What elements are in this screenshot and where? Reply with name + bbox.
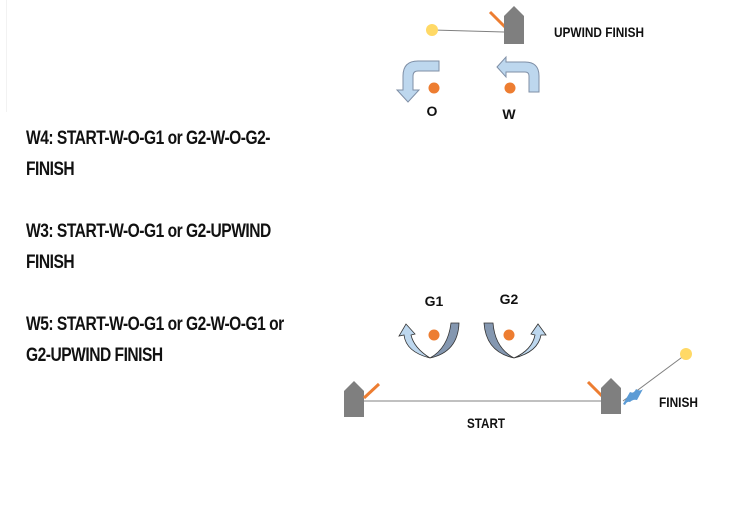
blue-flag-icon	[623, 389, 643, 405]
gate-1-turn-band	[429, 322, 460, 359]
gate-1-group: G1	[398, 293, 460, 359]
offset-mark	[428, 82, 440, 94]
arrow-up-turn-icon	[398, 323, 431, 359]
gate-2-turn-band	[483, 322, 515, 359]
finish-pin-buoy	[680, 348, 692, 360]
windward-mark-group: W	[496, 55, 540, 122]
gate-1-label: G1	[425, 293, 444, 309]
finish-line-group: FINISH	[622, 348, 698, 410]
flag-stick-icon	[488, 10, 507, 29]
gate-1-mark	[428, 329, 440, 341]
start-label: START	[467, 415, 505, 431]
offset-mark-label: O	[427, 103, 438, 119]
start-line-group: START	[344, 378, 621, 431]
flag-stick-icon	[362, 382, 381, 400]
windward-mark	[504, 82, 516, 94]
pin-boat-icon	[344, 381, 364, 417]
arrow-up-left-icon	[496, 55, 540, 93]
gate-2-mark	[503, 329, 515, 341]
page-edge-divider	[0, 0, 7, 112]
gate-2-group: G2	[483, 291, 547, 359]
committee-boat-icon	[601, 378, 621, 414]
gate-2-label: G2	[500, 291, 519, 307]
route-w3: W3: START-W-O-G1 or G2-UPWIND FINISH	[26, 221, 271, 273]
finish-label: FINISH	[659, 394, 698, 410]
upwind-finish-pin-buoy	[426, 24, 438, 36]
committee-boat-icon	[504, 6, 524, 44]
windward-mark-label: W	[502, 106, 516, 122]
arrow-up-turn-icon	[513, 323, 547, 359]
route-w4: W4: START-W-O-G1 or G2-W-O-G2-FINISH	[26, 128, 270, 180]
upwind-finish-label: UPWIND FINISH	[554, 24, 644, 40]
offset-mark-group: O	[395, 60, 440, 119]
arrow-down-left-icon	[395, 60, 440, 103]
route-w5: W5: START-W-O-G1 or G2-W-O-G1 or G2-UPWI…	[26, 314, 284, 366]
upwind-finish-line-group: UPWIND FINISH	[426, 6, 644, 44]
flag-stick-icon	[586, 380, 604, 398]
upwind-finish-line	[432, 29, 505, 33]
